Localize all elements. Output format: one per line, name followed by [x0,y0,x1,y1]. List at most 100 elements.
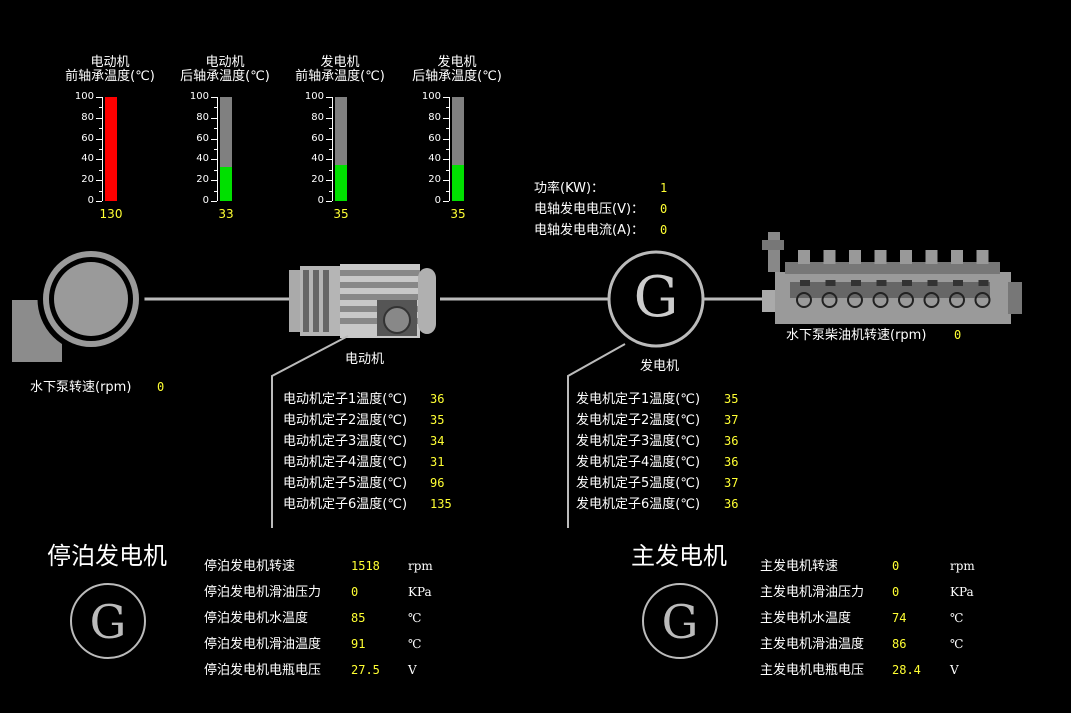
cylinder-port [821,292,838,308]
gauge-tick [326,180,332,182]
gauge-tick [443,97,449,98]
gauge-value: 35 [450,207,466,221]
gauge-value: 35 [333,207,349,221]
gauge-minor-tick [329,128,332,130]
gauge-minor-tick [446,128,449,130]
cylinder-port [949,292,965,308]
gauge-tick [443,138,449,140]
cylinder-mark [978,280,989,286]
motor-leader-line [271,335,349,528]
param-unit: ℃ [950,637,964,651]
gauge-tick-label: 40 [311,153,324,165]
gauge-tube [220,97,232,201]
generator-symbol: G [633,265,679,330]
main-generator-title: 主发电机 [631,542,727,570]
stator-label: 发电机定子4温度(℃) [576,455,701,470]
gauge-minor-tick [214,149,217,150]
gauge-minor-tick [329,169,332,171]
gauge-minor-tick [99,128,102,130]
gauge-tick [96,97,102,98]
gauge-minor-tick [446,107,449,109]
gauge-minor-tick [329,149,332,150]
gauge-tick [211,180,217,182]
gauge-minor-tick [99,149,102,150]
gauge-tick-label: 100 [74,91,94,102]
stator-value: 36 [724,434,739,448]
gauge-title: 发电机 [437,55,477,70]
param-label: 主发电机电瓶电压 [760,663,865,678]
motor-icon [289,264,436,338]
harbor-generator-symbol: G [89,595,127,649]
stator-value: 35 [724,392,739,406]
gauge-tick [443,117,449,119]
gauge-tick-label: 40 [81,153,94,165]
cylinder-mark [953,280,963,286]
stator-value: 96 [430,476,445,490]
gauge-tick-label: 0 [87,195,94,206]
cylinder-port [847,292,863,308]
gauge-fill [220,167,232,201]
gauge-tick [326,201,332,202]
stator-value: 31 [430,455,445,469]
voltage-value: 0 [660,202,668,216]
param-unit: V [950,663,959,677]
pump-speed-label: 水下泵转速(rpm) [30,380,132,395]
engine-speed-label: 水下泵柴油机转速(rpm) [786,328,927,343]
generator-leader-line [567,343,626,528]
param-label: 停泊发电机水温度 [204,611,309,626]
param-value: 74 [892,611,907,625]
cylinder-port [872,292,889,308]
gauge-minor-tick [446,169,449,171]
gauge-tick [211,159,217,161]
gauge-minor-tick [214,128,217,130]
gauge-tick [96,180,102,182]
stator-label: 发电机定子6温度(℃) [576,497,701,512]
stator-label: 发电机定子2温度(℃) [576,413,701,428]
cylinder-head [925,250,938,264]
gauge-tick-label: 80 [311,111,324,123]
current-value: 0 [660,223,668,237]
gauge-minor-tick [214,107,217,109]
gauge-tick-label: 100 [304,91,324,102]
gauge-tick-label: 60 [81,132,94,144]
gauge-tube [452,97,464,201]
param-value: 91 [351,637,366,651]
param-unit: rpm [950,559,975,573]
gauge-tick [326,138,332,140]
param-label: 停泊发电机电瓶电压 [204,663,322,678]
param-unit: KPa [950,585,974,599]
gauge-tick-label: 100 [421,91,441,102]
gauge-minor-tick [99,107,102,109]
gauge-tick [211,97,217,98]
gauge-tick [96,201,102,202]
gauge-tick [443,180,449,182]
param-label: 主发电机滑油温度 [760,637,865,652]
cylinder-mark [876,280,887,286]
main-generator-symbol: G [661,595,699,649]
param-label: 停泊发电机滑油压力 [204,585,322,600]
generator-label: 发电机 [640,359,680,374]
gauge-tick [96,159,102,161]
generator-icon [607,250,705,348]
param-unit: V [408,663,417,677]
diesel-engine-icon [762,232,1022,324]
gauge-tick [211,201,217,202]
cylinder-port [898,292,914,308]
gauge-tube [335,97,347,201]
param-unit: ℃ [950,611,964,625]
stator-label: 发电机定子5温度(℃) [576,476,701,491]
cylinder-mark [851,280,861,286]
param-unit: ℃ [408,637,422,651]
param-value: 85 [351,611,366,625]
harbor-generator-icon [70,583,146,659]
param-label: 主发电机滑油压力 [760,585,865,600]
gauge-minor-tick [446,190,449,192]
param-value: 86 [892,637,907,651]
param-value: 0 [892,559,900,573]
cylinder-head [900,250,912,264]
gauge-tick-label: 60 [311,132,324,144]
cylinder-mark [825,280,836,286]
gauge-tick-label: 20 [81,174,94,186]
